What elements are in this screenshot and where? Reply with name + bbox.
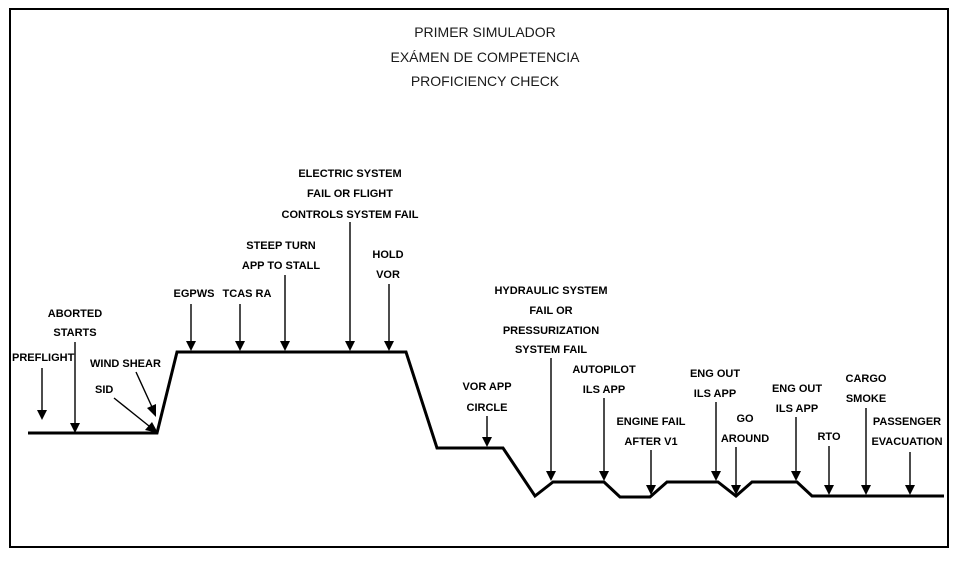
- label-autopilot-1: AUTOPILOT: [572, 364, 636, 376]
- label-egpws: EGPWS: [174, 288, 215, 300]
- label-passenger-2: EVACUATION: [871, 436, 942, 448]
- title-line-3: PROFICIENCY CHECK: [411, 73, 560, 89]
- label-steep-turn-2: APP TO STALL: [242, 260, 321, 272]
- label-hydraulic-1: HYDRAULIC SYSTEM: [494, 285, 607, 297]
- label-wind-shear: WIND SHEAR: [90, 358, 161, 370]
- label-go-around-1: GO: [736, 413, 754, 425]
- arrow-vor-app: [482, 416, 492, 447]
- arrow-hydraulic: [546, 358, 556, 481]
- label-steep-turn-1: STEEP TURN: [246, 240, 316, 252]
- arrow-cargo-smoke: [861, 408, 871, 495]
- arrow-engine-fail: [646, 450, 656, 495]
- label-engine-fail-1: ENGINE FAIL: [616, 416, 685, 428]
- label-autopilot-2: ILS APP: [583, 384, 625, 396]
- label-cargo-2: SMOKE: [846, 393, 886, 405]
- label-tcas-ra: TCAS RA: [223, 288, 272, 300]
- arrow-wind-shear: [135, 371, 156, 417]
- label-vor-app-2: CIRCLE: [467, 402, 508, 414]
- arrow-autopilot: [599, 398, 609, 481]
- title-line-1: PRIMER SIMULADOR: [414, 24, 556, 40]
- arrow-hold-vor: [384, 284, 394, 351]
- arrow-egpws: [186, 304, 196, 351]
- title-line-2: EXÁMEN DE COMPETENCIA: [390, 49, 580, 65]
- arrow-electric-system: [345, 222, 355, 351]
- label-cargo-1: CARGO: [846, 373, 887, 385]
- event-arrows: [37, 222, 915, 495]
- label-hold-1: HOLD: [372, 249, 403, 261]
- label-sid: SID: [95, 384, 113, 396]
- label-hold-2: VOR: [376, 269, 400, 281]
- label-electric-1: ELECTRIC SYSTEM: [298, 168, 401, 180]
- label-preflight: PREFLIGHT: [12, 352, 75, 364]
- label-go-around-2: AROUND: [721, 433, 769, 445]
- diagram-frame: [9, 8, 949, 548]
- arrow-tcas-ra: [235, 304, 245, 351]
- label-electric-2: FAIL OR FLIGHT: [307, 188, 393, 200]
- arrow-go-around: [731, 447, 741, 495]
- arrow-eng-out-a: [711, 402, 721, 481]
- label-hydraulic-4: SYSTEM FAIL: [515, 344, 587, 356]
- label-passenger-1: PASSENGER: [873, 416, 941, 428]
- label-hydraulic-3: PRESSURIZATION: [503, 325, 599, 337]
- label-engine-fail-2: AFTER V1: [624, 436, 677, 448]
- label-hydraulic-2: FAIL OR: [529, 305, 572, 317]
- label-vor-app-1: VOR APP: [462, 381, 511, 393]
- arrow-eng-out-b: [791, 417, 801, 481]
- flight-profile-line: [28, 350, 944, 499]
- arrow-rto: [824, 446, 834, 495]
- label-rto: RTO: [817, 431, 840, 443]
- event-labels: PREFLIGHT ABORTED STARTS WIND SHEAR SID …: [12, 168, 943, 448]
- label-aborted-starts-1: ABORTED: [48, 308, 102, 320]
- arrow-aborted-starts: [70, 342, 80, 433]
- arrow-preflight: [37, 368, 47, 420]
- label-eng-out-a-1: ENG OUT: [690, 368, 740, 380]
- label-electric-3: CONTROLS SYSTEM FAIL: [282, 209, 419, 221]
- arrow-steep-turn: [280, 275, 290, 351]
- label-eng-out-a-2: ILS APP: [694, 388, 736, 400]
- arrow-sid: [113, 397, 158, 433]
- arrow-passenger-evacuation: [905, 452, 915, 495]
- label-eng-out-b-1: ENG OUT: [772, 383, 822, 395]
- label-eng-out-b-2: ILS APP: [776, 403, 818, 415]
- label-aborted-starts-2: STARTS: [53, 327, 96, 339]
